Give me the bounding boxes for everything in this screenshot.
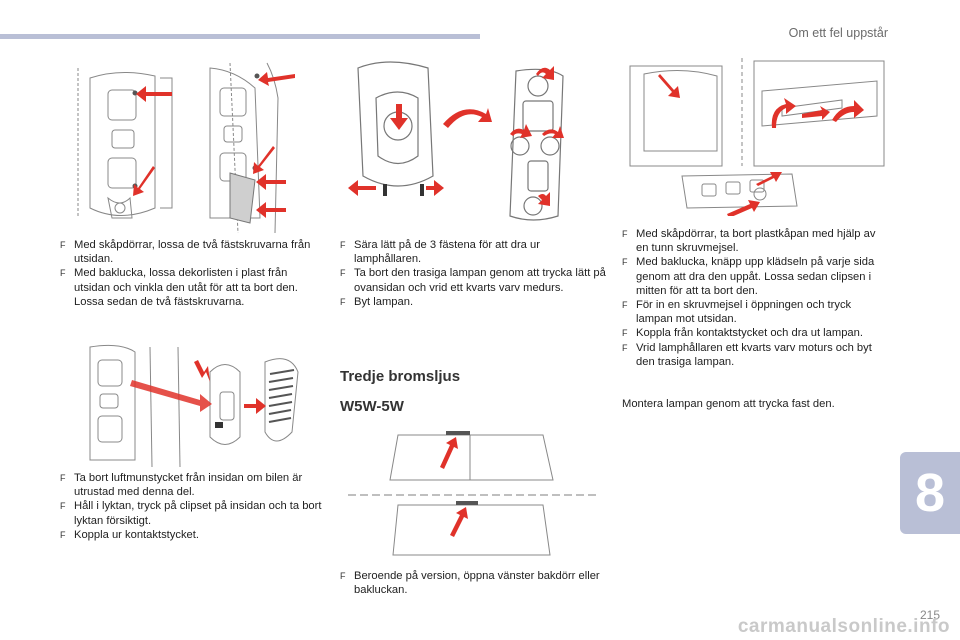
bullet-marker: F (60, 266, 66, 280)
list-item: FMed skåpdörrar, lossa de två fästskruva… (60, 238, 322, 266)
section-header: Om ett fel uppstår (789, 26, 888, 40)
figure-lamp-holder (338, 56, 593, 221)
list-item: FMed baklucka, lossa dekorlisten i plast… (60, 266, 322, 309)
header-accent-bar (0, 34, 480, 39)
list-item: FKoppla från kontaktstycket och dra ut l… (622, 326, 888, 340)
list-item: FVrid lamphållaren ett kvarts varv motur… (622, 341, 888, 369)
figure-brake-light-housing (622, 56, 887, 216)
brake-light-instructions: FBeroende på version, öppna vänster bakd… (340, 569, 602, 597)
bullet-marker: F (60, 238, 66, 252)
figure-air-vent (60, 342, 310, 467)
watermark: carmanualsonline.info (738, 616, 950, 638)
list-item: FFör in en skruvmejsel i öppningen och t… (622, 298, 888, 326)
list-item: FMed skåpdörrar, ta bort plastkåpan med … (622, 227, 888, 255)
bullet-marker: F (60, 499, 66, 513)
section-title-brake-light: Tredje bromsljus (340, 368, 460, 385)
chapter-number: 8 (915, 462, 945, 524)
bullet-marker: F (622, 255, 628, 269)
bulb-type-label: W5W-5W (340, 398, 404, 415)
bullet-marker: F (60, 528, 66, 542)
bullet-marker: F (340, 266, 346, 280)
list-item: FByt lampan. (340, 295, 606, 309)
chapter-tab: 8 (900, 452, 960, 534)
bullet-marker: F (622, 298, 628, 312)
bullet-marker: F (340, 295, 346, 309)
col3-instructions: FMed skåpdörrar, ta bort plastkåpan med … (622, 227, 888, 369)
figure-doors-tailgate (338, 425, 600, 565)
list-item: FSära lätt på de 3 fästena för att dra u… (340, 238, 606, 266)
list-item: FKoppla ur kontaktstycket. (60, 528, 322, 542)
list-item: FTa bort luftmunstycket från insidan om … (60, 471, 322, 499)
col1-bottom-instructions: FTa bort luftmunstycket från insidan om … (60, 471, 322, 542)
bullet-marker: F (340, 569, 346, 583)
col2-top-instructions: FSära lätt på de 3 fästena för att dra u… (340, 238, 606, 309)
closing-instruction: Montera lampan genom att trycka fast den… (622, 398, 835, 410)
list-item: FBeroende på version, öppna vänster bakd… (340, 569, 602, 597)
bullet-marker: F (340, 238, 346, 252)
bullet-marker: F (622, 227, 628, 241)
list-item: FMed baklucka, knäpp upp klädseln på var… (622, 255, 888, 298)
figure-rear-lamp-screws (60, 58, 305, 233)
list-item: FHåll i lyktan, tryck på clipset på insi… (60, 499, 322, 527)
list-item: FTa bort den trasiga lampan genom att tr… (340, 266, 606, 294)
bullet-marker: F (622, 326, 628, 340)
bullet-marker: F (622, 341, 628, 355)
bullet-marker: F (60, 471, 66, 485)
col1-top-instructions: FMed skåpdörrar, lossa de två fästskruva… (60, 238, 322, 309)
